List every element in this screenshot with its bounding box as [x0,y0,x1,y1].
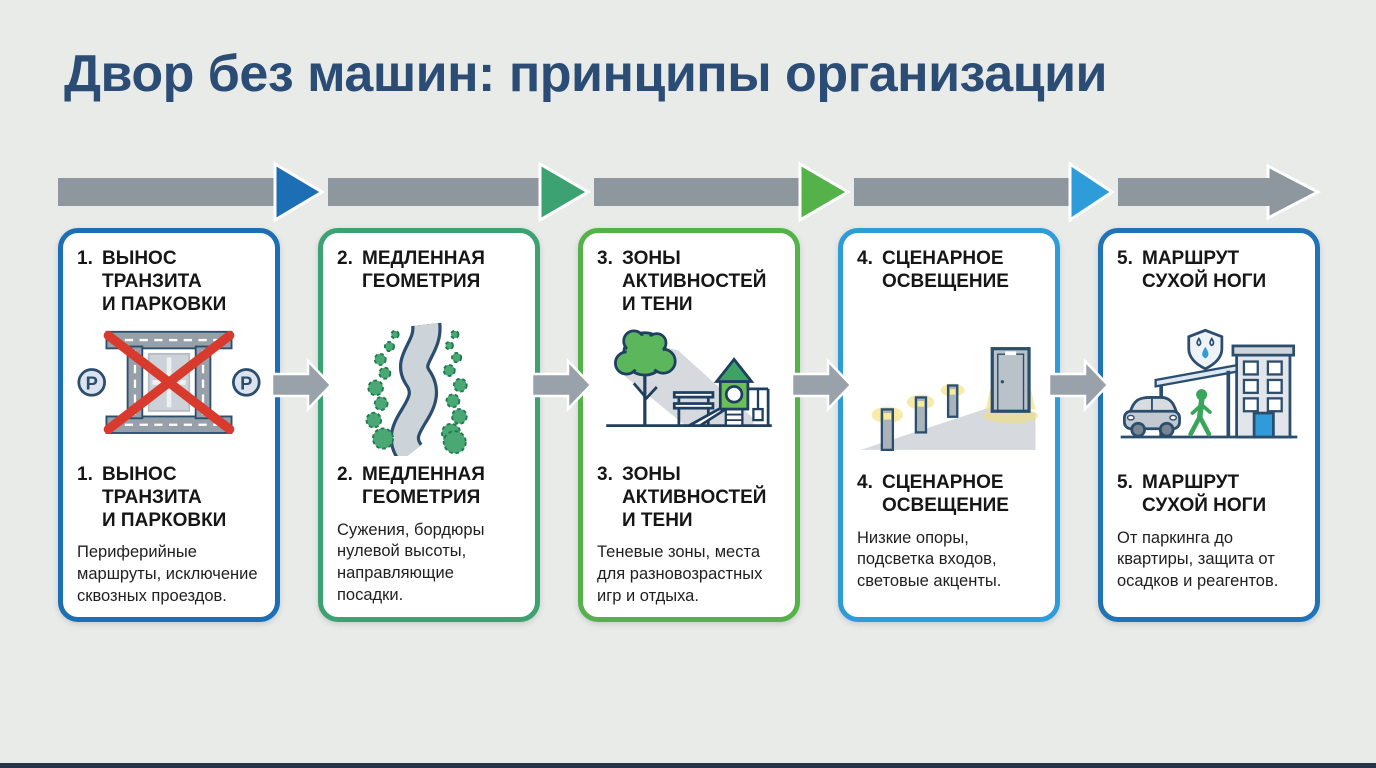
step-number: 4. [857,248,873,269]
red-cross-icon [103,330,235,434]
principle-cards: 1. ВЫНОС ТРАНЗИТА И ПАРКОВКИ [58,228,1320,622]
card-transit-removal: 1. ВЫНОС ТРАНЗИТА И ПАРКОВКИ [58,228,280,622]
winding-path-icon [365,322,468,456]
card-slow-geometry: 2. МЕДЛЕННАЯ ГЕОМЕТРИЯ 2. МЕДЛЕННАЯ [318,228,540,622]
footer-accent-bar [0,763,1376,768]
card-heading-bottom: 2. МЕДЛЕННАЯ ГЕОМЕТРИЯ [337,464,521,510]
card-description: Теневые зоны, места для разновозрастных … [597,543,763,605]
chevron-green-icon [798,161,851,223]
card-heading-top: 4. СЦЕНАРНОЕ ОСВЕЩЕНИЕ [857,248,1041,318]
card-description: Периферийные маршруты, исключение сквозн… [77,543,258,605]
path-surface [392,323,439,456]
step-number: 5. [1117,472,1133,493]
dry-feet-route-icon [1120,328,1298,439]
process-arrow-band [58,161,1322,223]
step-title: МЕДЛЕННАЯ ГЕОМЕТРИЯ [362,464,485,508]
card-heading-bottom: 3. ЗОНЫ АКТИВНОСТЕЙ И ТЕНИ [597,464,781,532]
step-number: 3. [597,248,613,269]
bench-icon [672,391,715,426]
chevron-teal-icon [538,161,591,223]
card-heading-bottom: 4. СЦЕНАРНОЕ ОСВЕЩЕНИЕ [857,472,1041,518]
car-icon [1122,396,1181,438]
band-segment [328,178,540,206]
step-title: МАРШРУТ СУХОЙ НОГИ [1142,472,1267,516]
step-title: МАРШРУТ СУХОЙ НОГИ [1142,248,1267,292]
step-title: ВЫНОС ТРАНЗИТА И ПАРКОВКИ [102,464,227,531]
step-number: 4. [857,472,873,493]
card-description: Сужения, бордюры нулевой высоты, направл… [337,520,485,604]
rain-shield-icon [1187,328,1224,371]
step-title: ВЫНОС ТРАНЗИТА И ПАРКОВКИ [102,248,227,315]
step-title: СЦЕНАРНОЕ ОСВЕЩЕНИЕ [882,248,1009,292]
card-illustration [337,318,521,456]
bollard-lights [871,383,965,452]
gap-arrow-icon [1047,357,1110,413]
step-title: ЗОНЫ АКТИВНОСТЕЙ И ТЕНИ [622,464,767,531]
card-dry-feet-route: 5. МАРШРУТ СУХОЙ НОГИ [1098,228,1320,622]
step-number: 1. [77,248,93,269]
gap-arrow-icon [790,357,853,413]
step-title: МЕДЛЕННАЯ ГЕОМЕТРИЯ [362,248,485,292]
card-heading-top: 2. МЕДЛЕННАЯ ГЕОМЕТРИЯ [337,248,521,318]
door-icon [990,347,1031,413]
tree-icon [614,329,677,426]
step-title: СЦЕНАРНОЕ ОСВЕЩЕНИЕ [882,472,1009,516]
svg-text:P: P [240,372,252,393]
card-heading-top: 5. МАРШРУТ СУХОЙ НОГИ [1117,248,1301,318]
card-heading-top: 1. ВЫНОС ТРАНЗИТА И ПАРКОВКИ [77,248,261,318]
walking-person-icon [1188,389,1212,437]
step-number: 1. [77,464,93,485]
card-heading-top: 3. ЗОНЫ АКТИВНОСТЕЙ И ТЕНИ [597,248,781,318]
card-scenario-lighting: 4. СЦЕНАРНОЕ ОСВЕЩЕНИЕ [838,228,1060,622]
card-heading-bottom: 1. ВЫНОС ТРАНЗИТА И ПАРКОВКИ [77,464,261,532]
band-arrowhead-icon [1266,163,1322,221]
card-illustration: P P [77,318,261,456]
step-title: ЗОНЫ АКТИВНОСТЕЙ И ТЕНИ [622,248,767,315]
bushes [365,329,468,455]
card-heading-bottom: 5. МАРШРУТ СУХОЙ НОГИ [1117,472,1301,518]
parking-sign-right: P [232,368,261,397]
step-number: 2. [337,248,353,269]
band-segment [1118,178,1274,206]
card-illustration [597,318,781,456]
gap-arrow-icon [270,357,333,413]
playground-icon [683,357,770,428]
svg-text:P: P [86,372,98,393]
building-icon [1231,344,1296,439]
step-number: 5. [1117,248,1133,269]
chevron-blue-icon [273,161,325,223]
card-illustration [857,318,1041,464]
band-segment [58,178,275,206]
gap-arrow-icon [530,357,593,413]
scenario-lighting-icon [860,347,1039,452]
card-activity-zones: 3. ЗОНЫ АКТИВНОСТЕЙ И ТЕНИ [578,228,800,622]
parking-sign-left: P [77,368,106,397]
step-number: 3. [597,464,613,485]
band-segment [854,178,1070,206]
card-illustration [1117,318,1301,464]
activity-shade-zones-icon [606,329,772,428]
road-markings [110,338,228,426]
chevron-lightblue-icon [1068,161,1115,223]
page-title: Двор без машин: принципы организации [64,45,1108,103]
band-segment [594,178,800,206]
step-number: 2. [337,464,353,485]
card-description: От паркинга до квартиры, защита от осадк… [1117,528,1279,591]
card-description: Низкие опоры, подсветка входов, световые… [857,528,1002,591]
no-transit-parking-icon: P P [77,330,261,434]
